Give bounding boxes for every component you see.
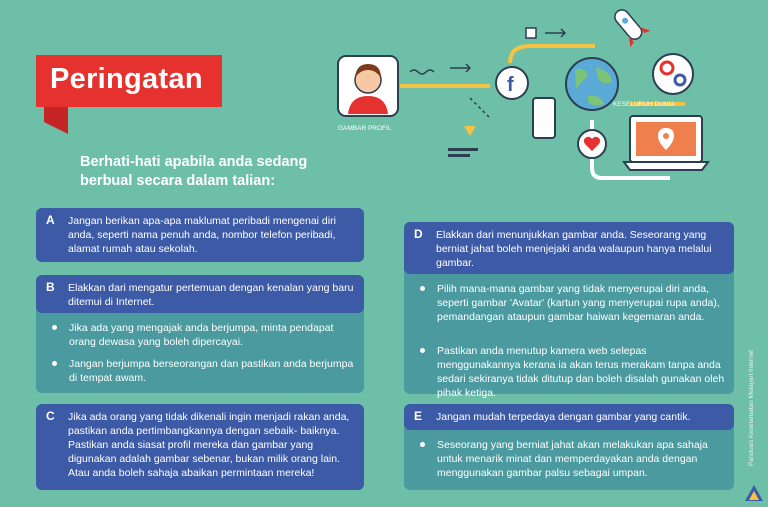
card-a: A Jangan berikan apa-apa maklumat periba…	[36, 208, 364, 262]
logo-icon	[745, 485, 763, 501]
card-c-header: C Jika ada orang yang tidak dikenali ing…	[36, 404, 364, 490]
side-note: Panduan Keselamatan Melayari Internet	[748, 350, 755, 466]
settings-gear-icon	[652, 53, 694, 95]
card-a-header: A Jangan berikan apa-apa maklumat periba…	[36, 208, 364, 262]
card-a-letter: A	[46, 213, 55, 227]
card-e-bullet-1: Seseorang yang berniat jahat akan melaku…	[420, 438, 726, 480]
card-e: E Jangan mudah terpedaya dengan gambar y…	[404, 404, 734, 490]
card-e-header: E Jangan mudah terpedaya dengan gambar y…	[404, 404, 734, 430]
facebook-letter: f	[507, 74, 514, 96]
card-d: D Elakkan dari menunjukkan gambar anda. …	[404, 222, 734, 399]
online-illustration: GAMBAR PROFIL f KESELURUH DUNIA	[337, 9, 710, 180]
card-c-text: Jika ada orang yang tidak dikenali ingin…	[68, 411, 350, 479]
bullet-dot-icon	[420, 286, 425, 291]
facebook-icon	[495, 66, 529, 100]
phone-icon	[532, 97, 556, 139]
intro-text: Berhati-hati apabila anda sedang berbual…	[80, 154, 308, 189]
card-e-text: Jangan mudah terpedaya dengan gambar yan…	[436, 411, 691, 423]
card-d-bullet-2: Pastikan anda menutup kamera web selepas…	[420, 344, 726, 400]
card-d-header: D Elakkan dari menunjukkan gambar anda. …	[404, 222, 734, 274]
card-b-bullet-1: Jika ada yang mengajak anda berjumpa, mi…	[52, 321, 356, 349]
card-d-bullet-1: Pilih mana-mana gambar yang tidak menyer…	[420, 282, 726, 324]
card-d-letter: D	[414, 227, 423, 241]
card-b-header: B Elakkan dari mengatur pertemuan dengan…	[36, 275, 364, 313]
card-c-letter: C	[46, 409, 55, 423]
card-c: C Jika ada orang yang tidak dikenali ing…	[36, 404, 364, 490]
card-b-text: Elakkan dari mengatur pertemuan dengan k…	[68, 282, 354, 308]
card-a-text: Jangan berikan apa-apa maklumat peribadi…	[68, 215, 336, 255]
bullet-dot-icon	[52, 361, 57, 366]
profile-avatar-icon	[337, 55, 399, 117]
bullet-dot-icon	[420, 442, 425, 447]
card-d-text: Elakkan dari menunjukkan gambar anda. Se…	[436, 229, 712, 269]
title-banner	[36, 55, 222, 107]
rocket-icon	[614, 9, 651, 48]
bullet-dot-icon	[420, 348, 425, 353]
card-b-letter: B	[46, 280, 55, 294]
profile-label: GAMBAR PROFIL	[338, 125, 392, 132]
laptop-icon	[622, 115, 710, 171]
card-b: B Elakkan dari mengatur pertemuan dengan…	[36, 275, 364, 393]
bullet-dot-icon	[52, 325, 57, 330]
page-title: Peringatan	[50, 63, 203, 95]
card-b-bullet-2: Jangan berjumpa berseorangan dan pastika…	[52, 357, 356, 385]
banner-tail	[44, 104, 68, 134]
world-label: KESELURUH DUNIA	[613, 101, 675, 108]
card-e-letter: E	[414, 409, 423, 423]
